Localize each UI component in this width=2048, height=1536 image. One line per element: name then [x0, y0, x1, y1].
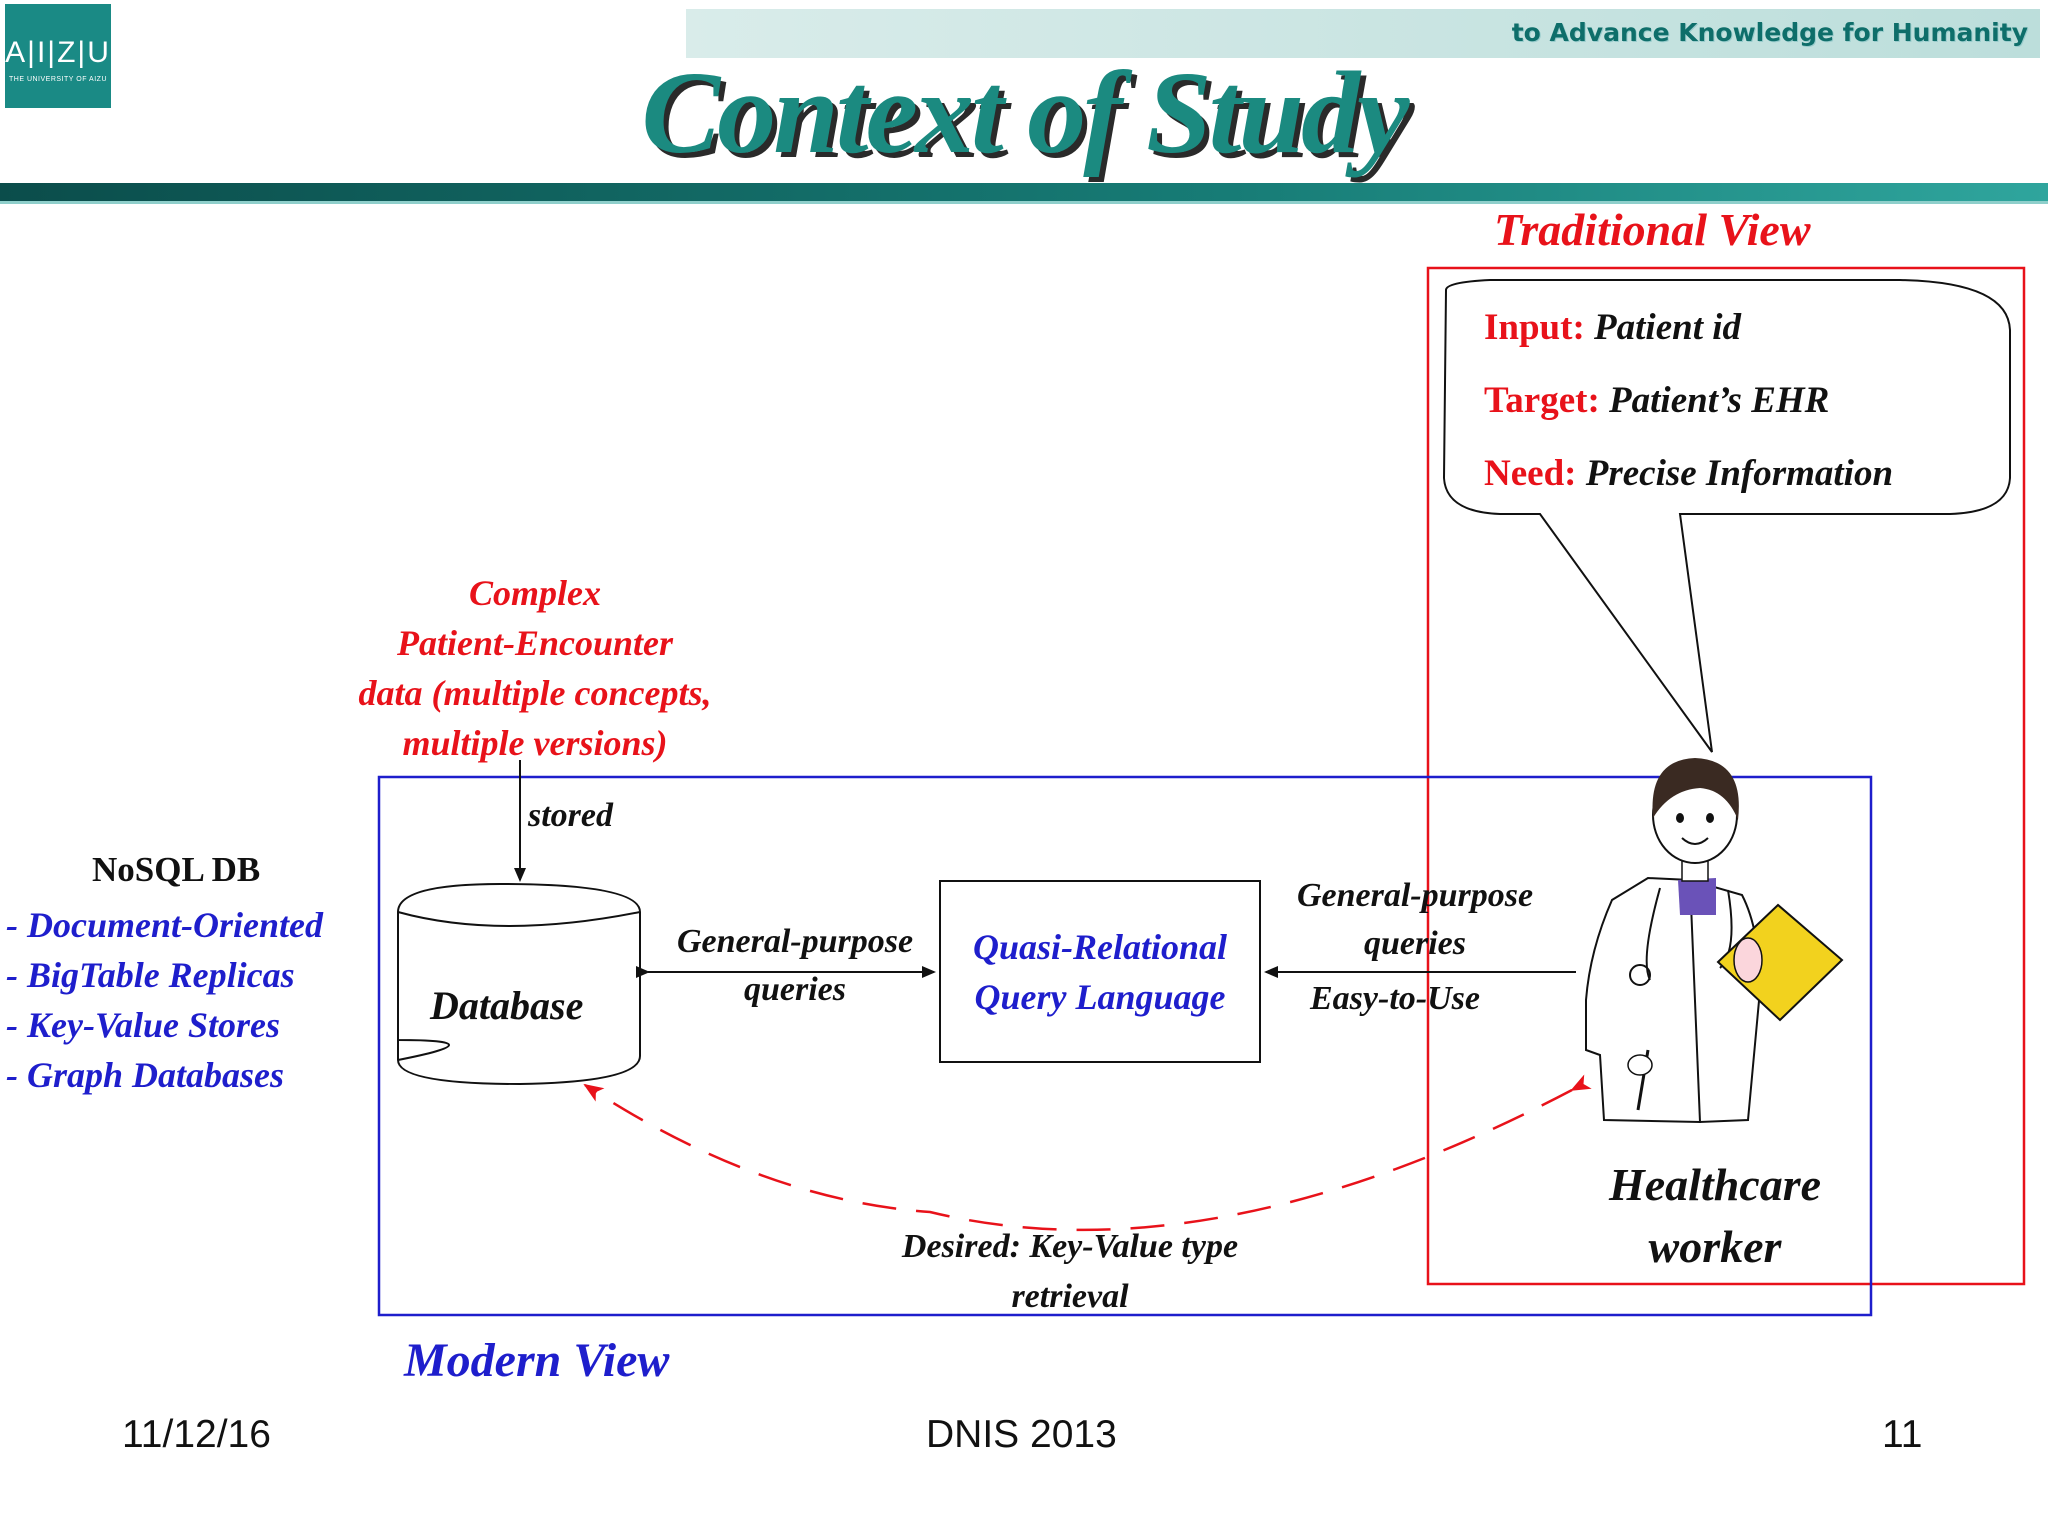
database-label: Database — [430, 983, 584, 1028]
bubble-key-input: Input: — [1484, 307, 1585, 348]
traditional-view-label: Traditional View — [1494, 204, 1811, 255]
data-note-line3: data (multiple concepts, — [358, 673, 712, 713]
easy-to-use-label: Easy-to-Use — [1310, 980, 1480, 1017]
qrql-line1: Quasi-Relational — [972, 927, 1228, 967]
nosql-item: - BigTable Replicas — [6, 955, 295, 995]
nosql-list: - Document-Oriented - BigTable Replicas … — [6, 900, 323, 1100]
worker-label: Healthcare worker — [1560, 1154, 1870, 1278]
modern-view-frame — [377, 775, 1873, 1317]
bubble-value-target: Patient’s EHR — [1609, 380, 1830, 421]
data-note-line4: multiple versions) — [402, 723, 668, 763]
data-note: Complex Patient-Encounter data (multiple… — [300, 568, 770, 768]
data-note-line1: Complex — [469, 573, 601, 613]
page-number: 11 — [1882, 1413, 1923, 1456]
footer-conference: DNIS 2013 — [926, 1413, 1117, 1456]
stored-label: stored — [528, 797, 613, 834]
logo-subtext: THE UNIVERSITY OF AIZU — [9, 76, 107, 83]
bubble-line-target: Target: Patient’s EHR — [1484, 379, 1829, 422]
worker-line2: worker — [1648, 1221, 1782, 1272]
data-note-line2: Patient-Encounter — [396, 623, 674, 663]
gp-left-line2: queries — [744, 971, 846, 1008]
gp-right-line1: General-purpose — [1296, 877, 1534, 914]
qrql-label: Quasi-Relational Query Language — [940, 922, 1260, 1022]
nosql-item: - Graph Databases — [6, 1055, 285, 1095]
tagline: to Advance Knowledge for Humanity — [1511, 18, 2028, 47]
speech-bubble — [1442, 279, 2011, 753]
desired-label: Desired: Key-Value type retrieval — [840, 1222, 1300, 1322]
healthcare-worker-figure — [1585, 758, 1844, 1124]
modern-view-label: Modern View — [404, 1334, 670, 1387]
database-cylinder-front — [397, 911, 641, 927]
university-logo: A|I|Z|U THE UNIVERSITY OF AIZU — [5, 4, 111, 108]
nosql-item: - Document-Oriented — [6, 905, 323, 945]
bubble-key-target: Target: — [1484, 380, 1600, 421]
header-divider — [0, 183, 2048, 201]
gp-left-label: General-purpose queries — [650, 918, 940, 1014]
gp-left-line1: General-purpose — [676, 923, 914, 960]
gp-right-line2: queries — [1364, 925, 1466, 962]
nosql-heading: NoSQL DB — [92, 850, 261, 889]
footer-date: 11/12/16 — [122, 1413, 271, 1456]
header-banner — [686, 9, 2040, 58]
qrql-box — [939, 880, 1261, 1063]
desired-line2: retrieval — [1011, 1278, 1129, 1315]
bubble-key-need: Need: — [1484, 453, 1577, 494]
bubble-value-need: Precise Information — [1585, 453, 1894, 494]
logo-text: A|I|Z|U — [5, 36, 111, 69]
nosql-item: - Key-Value Stores — [6, 1005, 280, 1045]
bubble-value-input: Patient id — [1594, 307, 1742, 348]
desired-line1: Desired: Key-Value type — [901, 1228, 1239, 1265]
bubble-line-need: Need: Precise Information — [1484, 452, 1893, 495]
desired-retrieval-curve — [583, 1074, 1592, 1232]
gp-right-label: General-purpose queries — [1270, 872, 1560, 968]
qrql-line2: Query Language — [974, 977, 1226, 1017]
slide-title: Context of Study — [641, 47, 1410, 178]
header-divider-highlight — [0, 201, 2048, 204]
bubble-line-input: Input: Patient id — [1484, 306, 1741, 349]
worker-line1: Healthcare — [1608, 1159, 1822, 1210]
